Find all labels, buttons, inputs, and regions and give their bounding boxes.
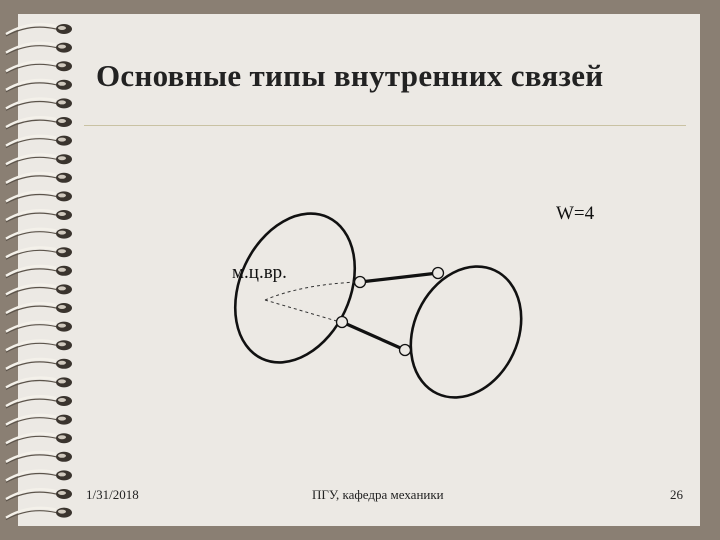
binding-ring [5, 116, 72, 130]
binding-ring [5, 264, 72, 279]
title-divider [84, 125, 686, 126]
binding-ring [5, 469, 72, 483]
degrees-of-freedom-label: W=4 [556, 203, 595, 224]
binding-ring [5, 488, 72, 502]
binding-ring [5, 171, 72, 186]
binding-ring [5, 23, 72, 37]
lower-link [341, 320, 406, 352]
upper-link [359, 271, 439, 284]
slide-page [18, 14, 700, 526]
binding-ring [5, 209, 72, 223]
dashed-line-upper [264, 281, 357, 301]
binding-ring [5, 78, 72, 93]
binding-ring [5, 283, 72, 297]
joint-lower-right [398, 343, 412, 357]
binding-ring [5, 227, 72, 242]
binding-ring [5, 395, 72, 409]
joint-upper-left [353, 275, 367, 289]
binding-ring [5, 357, 72, 372]
binding-ring [5, 246, 72, 260]
dashed-line-lower [264, 299, 341, 323]
right-body [409, 265, 523, 399]
binding-ring [5, 413, 72, 428]
slide-title: Основные типы внутренних связей [96, 58, 604, 93]
binding-ring [5, 376, 72, 390]
left-body [233, 212, 357, 364]
binding-ring [5, 41, 72, 56]
joint-upper-right [431, 266, 445, 280]
notebook-binding-rings [5, 23, 72, 521]
binding-ring [5, 153, 72, 167]
footer-organization: ПГУ, кафедра механики [312, 487, 444, 502]
binding-ring [5, 190, 72, 204]
binding-ring [5, 302, 72, 316]
binding-ring [5, 320, 72, 335]
binding-ring [5, 450, 72, 465]
binding-ring [5, 506, 72, 521]
joint-lower-left [335, 315, 349, 329]
instant-center-label: м.ц.вр. [232, 262, 287, 283]
binding-ring [5, 432, 72, 446]
binding-ring [5, 339, 72, 353]
footer-page-number: 26 [670, 487, 683, 502]
footer-date: 1/31/2018 [86, 487, 139, 502]
binding-ring [5, 60, 72, 74]
binding-ring [5, 134, 72, 149]
binding-ring [5, 97, 72, 111]
